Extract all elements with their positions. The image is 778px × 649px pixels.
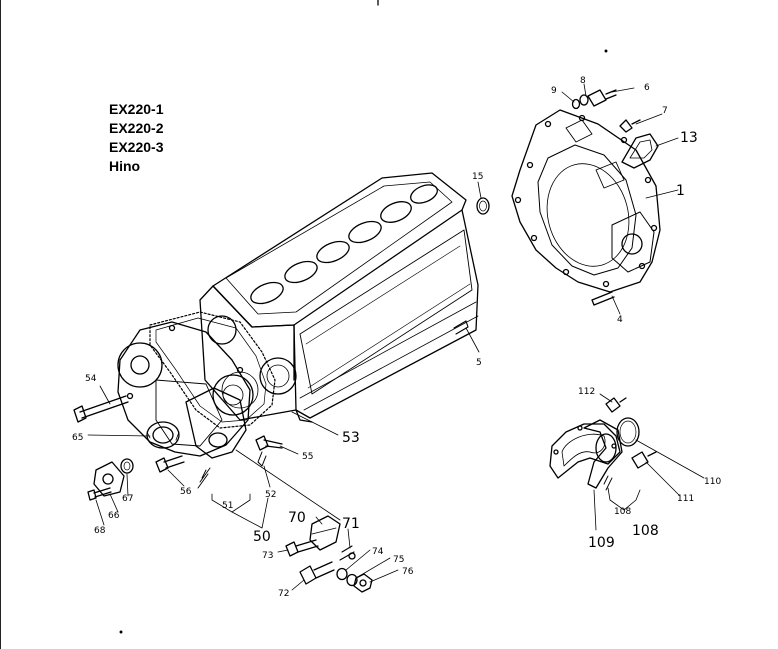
callout-label: 8 (580, 76, 586, 86)
callout-label: 6 (644, 83, 650, 93)
oil-seal-109 (583, 419, 623, 489)
callout-label: 53 (342, 430, 360, 446)
callout-label: 68 (94, 526, 106, 536)
timing-gear-case (117, 321, 254, 459)
bolt-55 (255, 435, 283, 451)
bracket-70 (309, 515, 341, 551)
cover-13 (621, 133, 659, 169)
leader-lines (87, 83, 705, 591)
washer-67 (120, 458, 134, 474)
model-list: EX220-1 EX220-2 EX220-3 Hino (109, 100, 163, 176)
callout-label: 109 (588, 535, 615, 551)
callout-label: 67 (122, 494, 133, 504)
callout-label: 13 (680, 130, 698, 146)
stud-51 (197, 467, 211, 489)
bolt-73 (285, 539, 319, 557)
nut-76 (353, 573, 373, 593)
callout-label: 7 (662, 106, 668, 116)
stud-4 (591, 291, 615, 306)
callout-label: 51 (222, 501, 233, 511)
bolt-68 (87, 487, 112, 501)
callout-label: 108 (614, 507, 631, 517)
bolt-111 (631, 451, 657, 469)
bolt-71 (339, 545, 356, 561)
cylinder-block (199, 172, 479, 423)
model-label: EX220-1 (109, 101, 164, 117)
bolt-52 (257, 451, 267, 467)
speck (604, 49, 608, 53)
o-ring-110-inner (619, 420, 637, 444)
bolt-72 (299, 561, 335, 585)
callout-label: 52 (265, 490, 276, 500)
callout-label: 56 (180, 487, 192, 497)
callout-label: 55 (302, 452, 313, 462)
callout-label: 5 (476, 358, 482, 368)
callout-label: 112 (578, 387, 595, 397)
callout-label: 108 (632, 523, 659, 539)
o-ring-110 (616, 417, 640, 447)
bolt-7 (619, 119, 641, 133)
callout-label: 50 (253, 529, 271, 545)
bolt-56 (155, 455, 185, 473)
callout-labels: 1 4 5 6 7 8 9 13 15 50 51 52 53 54 55 56… (72, 76, 721, 599)
callout-label: 65 (72, 433, 83, 443)
callout-label: 54 (85, 374, 97, 384)
washer-74 (336, 567, 348, 581)
callout-label: 71 (342, 516, 360, 532)
washer-67-hole (123, 461, 131, 471)
flywheel-housing (511, 109, 661, 293)
model-label: Hino (109, 158, 141, 174)
washer-75 (346, 573, 358, 587)
rear-oil-seal-retainer (549, 423, 621, 479)
bolt-112 (605, 397, 627, 413)
speck (119, 630, 123, 634)
callout-label: 66 (108, 511, 120, 521)
callout-label: 70 (288, 510, 306, 526)
callout-label: 75 (393, 555, 404, 565)
model-label: EX220-2 (109, 120, 164, 136)
callout-label: 111 (677, 494, 694, 504)
callout-label: 9 (551, 86, 557, 96)
callout-label: 72 (278, 589, 289, 599)
gasket-53 (149, 311, 276, 429)
cover-plate-66 (93, 461, 125, 497)
callout-label: 76 (402, 567, 414, 577)
o-ring-15-inner (479, 200, 487, 212)
dowel-108 (603, 475, 613, 491)
callout-label: 1 (676, 183, 685, 199)
callout-label: 73 (262, 551, 273, 561)
bolt-54 (73, 395, 129, 423)
plug-6 (587, 89, 617, 107)
model-label: EX220-3 (109, 139, 164, 155)
callout-label: 4 (617, 315, 623, 325)
washer-9 (571, 98, 581, 110)
o-ring-15 (476, 197, 490, 215)
callout-label: 110 (704, 477, 721, 487)
callout-label: 15 (472, 172, 483, 182)
callout-label: 74 (372, 547, 384, 557)
washer-8 (579, 94, 589, 106)
